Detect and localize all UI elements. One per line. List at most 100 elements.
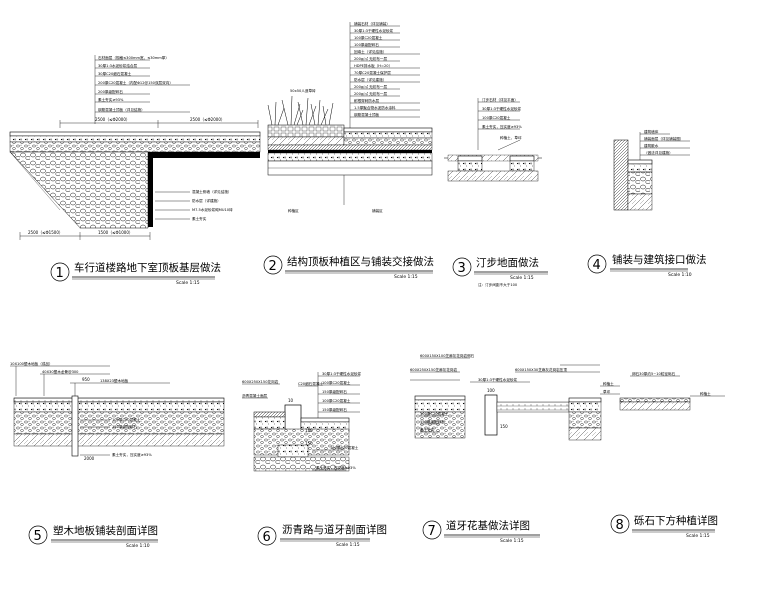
detail-3-label-1: 30厚1:3干硬性水泥砂浆 — [482, 106, 522, 111]
detail-1-roof-slab — [148, 152, 260, 158]
detail-8: 卵石30厚约5~10粒径砾石 种植土 8 砾石下方种植详图 Scale 1:15 — [610, 371, 725, 539]
detail-2-label-13: 钢筋混凝土顶板 — [354, 112, 380, 117]
detail-3-number-circle — [452, 257, 472, 277]
detail-2-plants — [267, 95, 334, 126]
detail-4-concrete — [627, 163, 653, 173]
detail-1-label-2: 30厚C20细石混凝土 — [98, 71, 132, 76]
detail-4-label-3: （做法详见建施） — [644, 150, 673, 155]
detail-1-label-4: 200厚级配碎石 — [98, 89, 123, 94]
detail-6-label-4: 100厚C20混凝土 — [322, 380, 351, 385]
detail-7-label-2: 30厚1:3干硬性水泥砂浆 — [478, 377, 518, 382]
detail-7-label-5: 素土夯实 — [420, 427, 435, 432]
detail-1-label-1: 30厚1:3水泥砂浆结合层 — [98, 63, 138, 68]
detail-7-title: 道牙花基做法详图 — [446, 519, 530, 532]
detail-2-label-1: 30厚1:3干硬性水泥砂浆 — [354, 28, 394, 33]
detail-7-coping-left — [414, 395, 466, 401]
detail-3-stepping-stone-1 — [457, 155, 483, 162]
detail-6-number-circle — [257, 526, 277, 546]
detail-2-label-12: 1.5厚聚合物水泥防水涂料 — [354, 105, 396, 110]
detail-6-label-5: 150厚级配碎石 — [322, 389, 347, 394]
detail-3-base-2 — [509, 160, 535, 172]
detail-1-concrete — [9, 135, 261, 143]
detail-7-soil-right — [568, 427, 602, 441]
detail-1-wall — [148, 152, 153, 227]
detail-4-building-wall — [613, 139, 629, 211]
detail-7-concrete-right — [568, 401, 602, 413]
detail-7-coping-right — [568, 397, 602, 403]
detail-2-leaders — [349, 22, 420, 128]
detail-2-label-0: 铺装石材（详见铺装） — [354, 21, 390, 26]
detail-1-number-circle — [50, 262, 70, 282]
detail-7: 600X150X100芝麻灰花岗岩侧石 600X250X150芝麻灰花岗岩 30… — [410, 353, 620, 544]
detail-1-dim-top-1: 2500（≤Φ2000） — [190, 117, 225, 122]
detail-5-number-circle — [28, 525, 48, 545]
detail-7-label-4: 150厚级配碎石 — [420, 419, 445, 424]
detail-6-label-3: 30厚1:3干硬性水泥砂浆 — [322, 371, 362, 376]
detail-2-number: 2 — [269, 259, 277, 274]
detail-6-title: 沥青路与道牙剖面详图 — [282, 523, 387, 536]
detail-8-title: 砾石下方种植详图 — [634, 514, 718, 527]
detail-3-stepping-stone-2 — [509, 155, 535, 162]
detail-8-label-1: 种植土 — [700, 391, 711, 396]
detail-6-curb-base — [277, 444, 309, 458]
detail-2-drain-layer — [267, 144, 433, 151]
detail-2-waterproof — [268, 150, 432, 153]
detail-1-gravel — [9, 141, 261, 153]
detail-7-number: 7 — [428, 524, 436, 539]
detail-5-concrete — [13, 401, 225, 413]
detail-2-title: 结构顶板种植区与铺装交接做法 — [287, 255, 434, 268]
detail-3: 汀步石材（详见平面） 30厚1:3干硬性水泥砂浆 100厚C20混凝土 素土夯实… — [444, 97, 548, 287]
detail-7-dim-0: 100 — [487, 388, 495, 393]
detail-2-label-5: 200g/㎡ 无纺布一层 — [354, 56, 387, 61]
detail-6-dim-0: 10 — [288, 398, 294, 403]
detail-6-asphalt-base — [253, 416, 286, 430]
detail-8-number-circle — [610, 514, 630, 534]
detail-1-scale: Scale 1:15 — [176, 280, 200, 286]
detail-7-concrete-left — [414, 399, 466, 413]
detail-3-side-label: 种植土，草坪 — [500, 135, 522, 140]
detail-6-label-9: 素土夯实，压实度≥93% — [316, 465, 356, 470]
detail-8-gravel — [619, 397, 691, 403]
detail-1-label-6: 钢筋混凝土顶板（详见结施） — [98, 107, 145, 112]
detail-1-dim-top-0: 2500（≤Φ2000） — [95, 117, 130, 122]
detail-6-label-1: 沥青混凝土面层 — [242, 393, 268, 398]
detail-3-label-3: 素土夯实，压实度≥93% — [482, 124, 522, 129]
detail-7-scale: Scale 1:15 — [500, 538, 524, 544]
detail-2-label-11: 耐根穿刺防水层 — [354, 98, 380, 103]
detail-4-label-1: 铺装面层（详见铺装图） — [644, 136, 684, 141]
detail-2-scale: Scale 1:15 — [394, 274, 418, 280]
detail-2-paving — [343, 127, 433, 133]
detail-5-deck — [13, 397, 225, 403]
detail-6-label-0: 600X250X150花岗岩 — [242, 379, 279, 384]
detail-5-dim-1: 2000 — [84, 456, 95, 461]
detail-8-soil — [619, 401, 691, 411]
detail-4-soil — [627, 193, 653, 211]
detail-6-label-8: 100厚C20混凝土 — [330, 445, 359, 450]
detail-6-label-6: 100厚C20混凝土 — [322, 398, 351, 403]
detail-4-number-circle — [587, 254, 607, 274]
detail-1-paving — [9, 131, 261, 137]
detail-6-scale: Scale 1:15 — [336, 542, 360, 548]
detail-6-dim-1: 150 — [305, 428, 313, 433]
detail-1-dim-bottom-1: 1500（≤Φ1000） — [98, 230, 133, 235]
detail-2-protect-layer — [267, 152, 433, 162]
detail-1-lower-label-2: M7.5水泥砂浆砌MU10砖 — [192, 207, 233, 212]
detail-4-title: 铺装与建筑接口做法 — [612, 253, 707, 266]
detail-7-label-7: 种植土 — [603, 381, 614, 386]
detail-1-label-3: 200厚C20混凝土（内配Φ12@150双层双向） — [98, 80, 173, 85]
detail-5-label-2: 138X23塑木地板 — [100, 378, 129, 383]
detail-2-label-4: 回填土（详见结施） — [354, 49, 386, 54]
detail-1-label-5: 素土夯实≥93% — [98, 97, 124, 102]
detail-6-label-7: 150厚级配碎石 — [322, 407, 347, 412]
detail-7-label-8: 草坪 — [603, 389, 611, 394]
detail-1-void — [10, 152, 80, 228]
detail-1: 石材面层（规格≤300mm宽，≤30mm厚） 30厚1:3水泥砂浆结合层 30厚… — [9, 55, 261, 286]
detail-1-leaders — [94, 55, 190, 124]
detail-2-label-2: 100厚C20混凝土 — [354, 35, 383, 40]
detail-2-label-7: 70厚C20混凝土保护层 — [354, 70, 391, 75]
detail-5-title: 塑木地板铺装剖面详图 — [53, 524, 158, 537]
detail-6-paving — [300, 417, 350, 423]
detail-3-number: 3 — [458, 261, 466, 276]
detail-7-gravel-left — [414, 411, 466, 439]
